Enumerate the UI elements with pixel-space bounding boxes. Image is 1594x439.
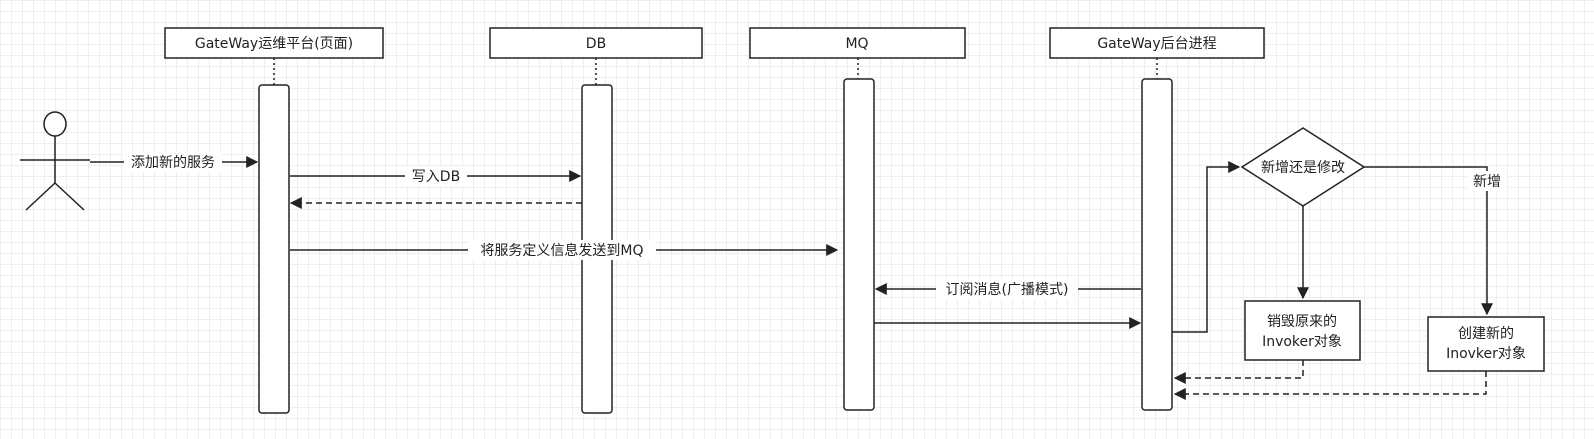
action-destroy-invoker: 销毁原来的 Invoker对象 (1244, 300, 1361, 361)
message-send-mq: 将服务定义信息发送到MQ (290, 240, 839, 260)
activation-backend (1141, 78, 1173, 411)
participant-mq-label: MQ (845, 36, 868, 52)
message-subscribe-label: 订阅消息(广播模式) (946, 281, 1069, 298)
actor-user-icon (20, 111, 90, 211)
action-create-invoker: 创建新的 Inovker对象 (1427, 316, 1545, 372)
action-destroy-line1: 销毁原来的 (1267, 314, 1337, 330)
message-add-service: 添加新的服务 (90, 152, 259, 172)
participant-ops: GateWay运维平台(页面) (164, 27, 384, 59)
branch-new: 新增 (1364, 166, 1507, 316)
participant-mq: MQ (749, 27, 966, 59)
return-create-to-backend (1173, 371, 1487, 400)
participant-backend-label: GateWay后台进程 (1097, 36, 1216, 52)
message-write-db-label: 写入DB (412, 169, 460, 185)
participant-db-label: DB (586, 36, 606, 52)
action-create-line2: Inovker对象 (1446, 346, 1526, 362)
decision-label: 新增还是修改 (1261, 160, 1345, 176)
message-add-service-label: 添加新的服务 (131, 155, 215, 171)
activation-mq (843, 78, 875, 411)
message-write-db: 写入DB (290, 166, 582, 186)
branch-new-label: 新增 (1473, 174, 1501, 190)
participant-db: DB (489, 27, 703, 59)
action-create-line1: 创建新的 (1458, 326, 1514, 342)
flow-to-decision (1172, 161, 1241, 333)
return-destroy-to-backend (1173, 360, 1304, 384)
activation-ops (258, 84, 290, 414)
decision-add-or-modify: 新增还是修改 (1240, 127, 1366, 207)
participant-backend: GateWay后台进程 (1049, 27, 1265, 59)
participant-ops-label: GateWay运维平台(页面) (195, 36, 353, 52)
action-destroy-line2: Invoker对象 (1262, 334, 1342, 350)
message-subscribe: 订阅消息(广播模式) (874, 279, 1141, 299)
message-send-mq-label: 将服务定义信息发送到MQ (480, 242, 643, 259)
